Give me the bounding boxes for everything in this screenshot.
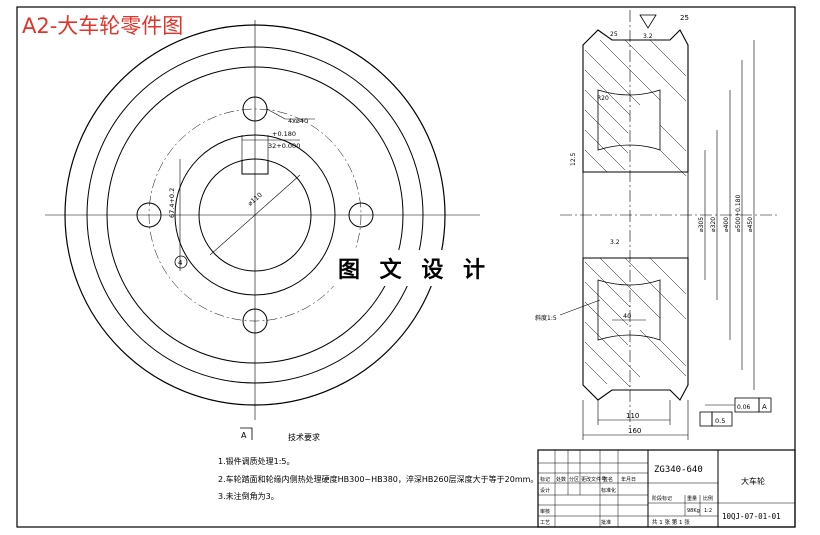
tb-header-2: 分区 bbox=[569, 476, 579, 483]
tech-req-heading: 技术要求 bbox=[288, 432, 320, 442]
holes-dim: 4x⌀40 bbox=[288, 117, 308, 125]
upper-section-outline bbox=[582, 29, 689, 173]
tb-std-label: 标准化 bbox=[601, 487, 616, 494]
bolt-hole-left bbox=[136, 202, 162, 228]
tech-req-item-3: 3.未注倒角为3。 bbox=[218, 491, 279, 501]
tb-row-process: 工艺 bbox=[540, 520, 550, 526]
front-view bbox=[45, 20, 480, 440]
runout-value: 0.06 bbox=[737, 404, 751, 411]
d3-dim: ⌀400 bbox=[723, 217, 730, 232]
bolt-circle bbox=[148, 108, 362, 322]
tb-row-design: 设计 bbox=[540, 487, 550, 494]
d4-dim: ⌀500+0.180 bbox=[735, 195, 742, 232]
tread-circle bbox=[86, 46, 424, 384]
tol2-value: 0.5 bbox=[715, 417, 725, 425]
section-view bbox=[559, 10, 780, 440]
tb-stage-label: 阶段标记 bbox=[652, 495, 672, 502]
bore-leader bbox=[209, 174, 301, 256]
tech-req-item-2: 2.车轮踏面和轮缘内侧热处理硬度HB300~HB380，淬深HB260层深度大于… bbox=[218, 474, 538, 484]
tb-weight-label: 重量 bbox=[687, 495, 697, 502]
drawing-title: A2-大车轮零件图 bbox=[22, 14, 184, 38]
ra-mid: 3.2 bbox=[643, 33, 653, 40]
section-mark: A bbox=[241, 431, 247, 440]
bolt-hole-bottom bbox=[242, 308, 268, 334]
bore-circle bbox=[198, 158, 312, 272]
tb-weight: 98Kg bbox=[687, 508, 700, 514]
flange-circle bbox=[106, 66, 404, 364]
callout-bubble bbox=[174, 255, 188, 269]
section-arrow bbox=[240, 427, 253, 440]
tb-part-name: 大车轮 bbox=[741, 476, 765, 486]
datum-frame bbox=[758, 397, 772, 413]
lower-hatching bbox=[584, 257, 687, 388]
tb-header-5: 年月日 bbox=[621, 476, 636, 483]
hub-circle bbox=[174, 134, 336, 296]
title-block-frame bbox=[537, 449, 796, 528]
tb-header-1: 处数 bbox=[556, 476, 566, 483]
ra-top: 25 bbox=[610, 31, 618, 38]
ra-hub: 12.5 bbox=[570, 152, 577, 166]
outer-rim-circle bbox=[64, 24, 446, 406]
d2-dim: ⌀320 bbox=[710, 217, 717, 232]
tol2-frame bbox=[711, 411, 733, 427]
keyway-width-dim: 32+0.000 bbox=[268, 142, 300, 150]
tb-drawing-no: 10QJ-07-01-01 bbox=[722, 512, 781, 521]
dim-160: 160 bbox=[628, 427, 641, 435]
bolt-hole-right bbox=[348, 202, 374, 228]
tb-header-4: 签名 bbox=[603, 476, 613, 483]
holes-leader bbox=[266, 108, 286, 120]
keyway bbox=[241, 160, 269, 175]
roughness-symbol bbox=[639, 14, 657, 29]
tb-row-review: 审核 bbox=[540, 508, 550, 515]
d1-dim: ⌀305 bbox=[698, 217, 705, 232]
upper-hatching bbox=[584, 39, 687, 177]
drawing-border bbox=[16, 6, 796, 528]
tb-scale: 1:2 bbox=[704, 508, 712, 514]
radius-dim: R20 bbox=[597, 95, 609, 102]
tb-material: ZG340-640 bbox=[654, 465, 703, 475]
dim-40: 40 bbox=[623, 312, 631, 320]
tb-header-0: 标记 bbox=[540, 476, 550, 483]
tech-req-item-1: 1.锻件调质处理1:5。 bbox=[218, 456, 295, 466]
tb-header-3: 更改文件号 bbox=[581, 476, 606, 483]
surface-note: 25 bbox=[680, 14, 689, 22]
watermark-label: 图 文 设 计 bbox=[330, 250, 499, 286]
tb-approve-label: 批准 bbox=[601, 519, 611, 526]
lower-section-outline bbox=[582, 257, 689, 401]
tb-sheet: 共 1 张 第 1 张 bbox=[652, 518, 690, 526]
slope-leader bbox=[559, 299, 601, 316]
slope-dim: 斜度1:5 bbox=[535, 314, 557, 322]
callout-number: 4 bbox=[178, 259, 183, 267]
key-height-dim: 67.4+0.2 bbox=[168, 188, 176, 218]
dim-110: 110 bbox=[626, 412, 639, 420]
tol2-symbol-frame bbox=[699, 411, 713, 427]
ra-side: 3.2 bbox=[610, 239, 620, 246]
d5-dim: ⌀450 bbox=[747, 217, 754, 232]
datum-letter: A bbox=[762, 403, 767, 411]
title-block bbox=[537, 449, 796, 528]
keyway-tol-dim: +0.180 bbox=[272, 130, 296, 138]
tb-scale-label: 比例 bbox=[703, 495, 713, 502]
lower-web bbox=[597, 279, 661, 341]
